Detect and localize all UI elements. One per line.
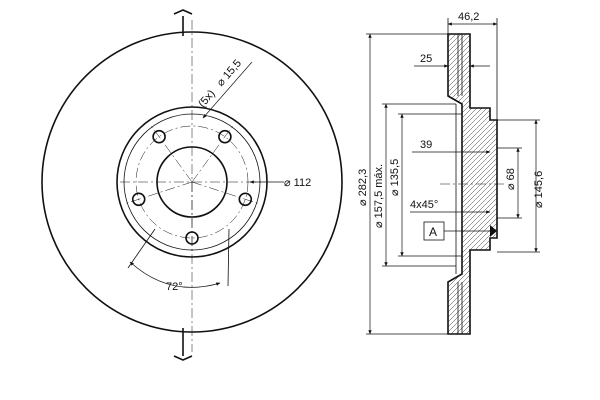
angle-arc	[129, 261, 221, 288]
hub-depth-label: 39	[420, 139, 432, 151]
hatch-line	[448, 94, 497, 161]
hatch-line	[440, 0, 505, 10]
chamfer-label: 4x45°	[410, 199, 438, 211]
hatch-line	[448, 179, 497, 246]
hatch-line	[448, 274, 497, 334]
disc-thickness-label: 25	[420, 53, 432, 65]
section-arrow-bottom	[173, 355, 193, 361]
hatch-line	[448, 259, 497, 326]
hatch-line	[448, 39, 497, 106]
hatch-line	[448, 69, 497, 136]
hatch-line	[448, 79, 497, 146]
bolt-hole	[218, 129, 232, 144]
hub-diameter-label: ⌀ 145,6	[533, 171, 545, 208]
section-arrow-top	[173, 9, 193, 15]
hatch-line	[448, 244, 497, 311]
hatch-line	[448, 44, 497, 111]
hatch-line	[448, 54, 497, 121]
hatch-line	[448, 34, 497, 81]
hatch-line	[448, 34, 497, 61]
hatch-line	[448, 34, 497, 86]
hatch-line	[448, 149, 497, 216]
hatch-line	[448, 84, 497, 151]
hatch-line	[448, 284, 497, 334]
hatch-line	[448, 234, 497, 301]
hatch-line	[448, 249, 497, 316]
outer-diameter-label: ⌀ 282,3	[357, 169, 369, 206]
hatch-line	[448, 279, 497, 334]
hatch-line	[448, 99, 497, 166]
hatch-line	[448, 164, 497, 231]
bolt-diameter-label: ⌀ 15,5	[215, 57, 244, 88]
friction-diameter-label: ⌀ 157,5 máx.	[373, 164, 385, 228]
bolt-hole-ray	[150, 125, 193, 183]
hatch-line	[448, 304, 497, 334]
hatch-line	[448, 289, 497, 334]
angle-leader-right	[227, 228, 230, 287]
bolt-callout-leader	[202, 61, 253, 119]
hatch-line	[448, 59, 497, 126]
hatch-line	[448, 119, 497, 186]
hatch-line	[448, 269, 497, 334]
hatch-line	[448, 184, 497, 251]
hatch-line	[448, 214, 497, 281]
angle-label: 72°	[166, 281, 183, 293]
hatch-line	[448, 154, 497, 221]
hatch-line	[448, 34, 497, 96]
hatch-line	[448, 129, 497, 196]
section-hatching	[440, 0, 505, 334]
hatch-line	[448, 319, 497, 334]
hatch-line	[448, 114, 497, 181]
hatch-line	[448, 159, 497, 226]
hatch-line	[448, 169, 497, 236]
side-view: 46,2 25 39 4x45° A ⌀ 282,3 ⌀ 157,5 máx. …	[357, 0, 545, 335]
bolt-callout: (5x) ⌀ 15,5	[196, 57, 244, 109]
hatch-line	[448, 49, 497, 116]
hatch-line	[448, 34, 497, 51]
hatch-line	[448, 104, 497, 171]
bolt-hole	[238, 192, 253, 207]
hatch-line	[448, 299, 497, 334]
bolt-hole	[131, 192, 146, 207]
bore-diameter-label: ⌀ 68	[505, 168, 517, 190]
hatch-line	[448, 124, 497, 191]
hat-diameter-label: ⌀ 135,5	[389, 159, 401, 196]
hatch-line	[448, 134, 497, 201]
bolt-hole-ray	[191, 181, 259, 204]
hatch-line	[448, 294, 497, 334]
bolt-hole	[152, 129, 166, 144]
section-outline	[447, 33, 498, 335]
hatch-line	[448, 139, 497, 206]
hatch-line	[448, 209, 497, 276]
hatch-line	[448, 34, 497, 56]
pcd-label: ⌀ 112	[284, 177, 311, 189]
hatch-line	[448, 34, 497, 66]
overall-width-label: 46,2	[458, 11, 479, 23]
datum-label: A	[429, 225, 437, 239]
hatch-line	[448, 229, 497, 296]
bolt-hole-ray	[125, 181, 193, 204]
bolt-hole-ray	[191, 125, 234, 183]
hatch-line	[448, 314, 497, 334]
hatch-line	[448, 144, 497, 211]
datum-triangle	[490, 225, 497, 237]
hatch-line	[448, 264, 497, 331]
angle-leader-left	[127, 228, 156, 269]
hatch-line	[448, 89, 497, 156]
hatch-line	[448, 254, 497, 321]
front-view: 72° (5x) ⌀ 15,5 ⌀ 112	[41, 9, 343, 361]
hatch-line	[448, 34, 497, 101]
hatch-line	[448, 189, 497, 256]
hatch-line	[448, 309, 497, 334]
